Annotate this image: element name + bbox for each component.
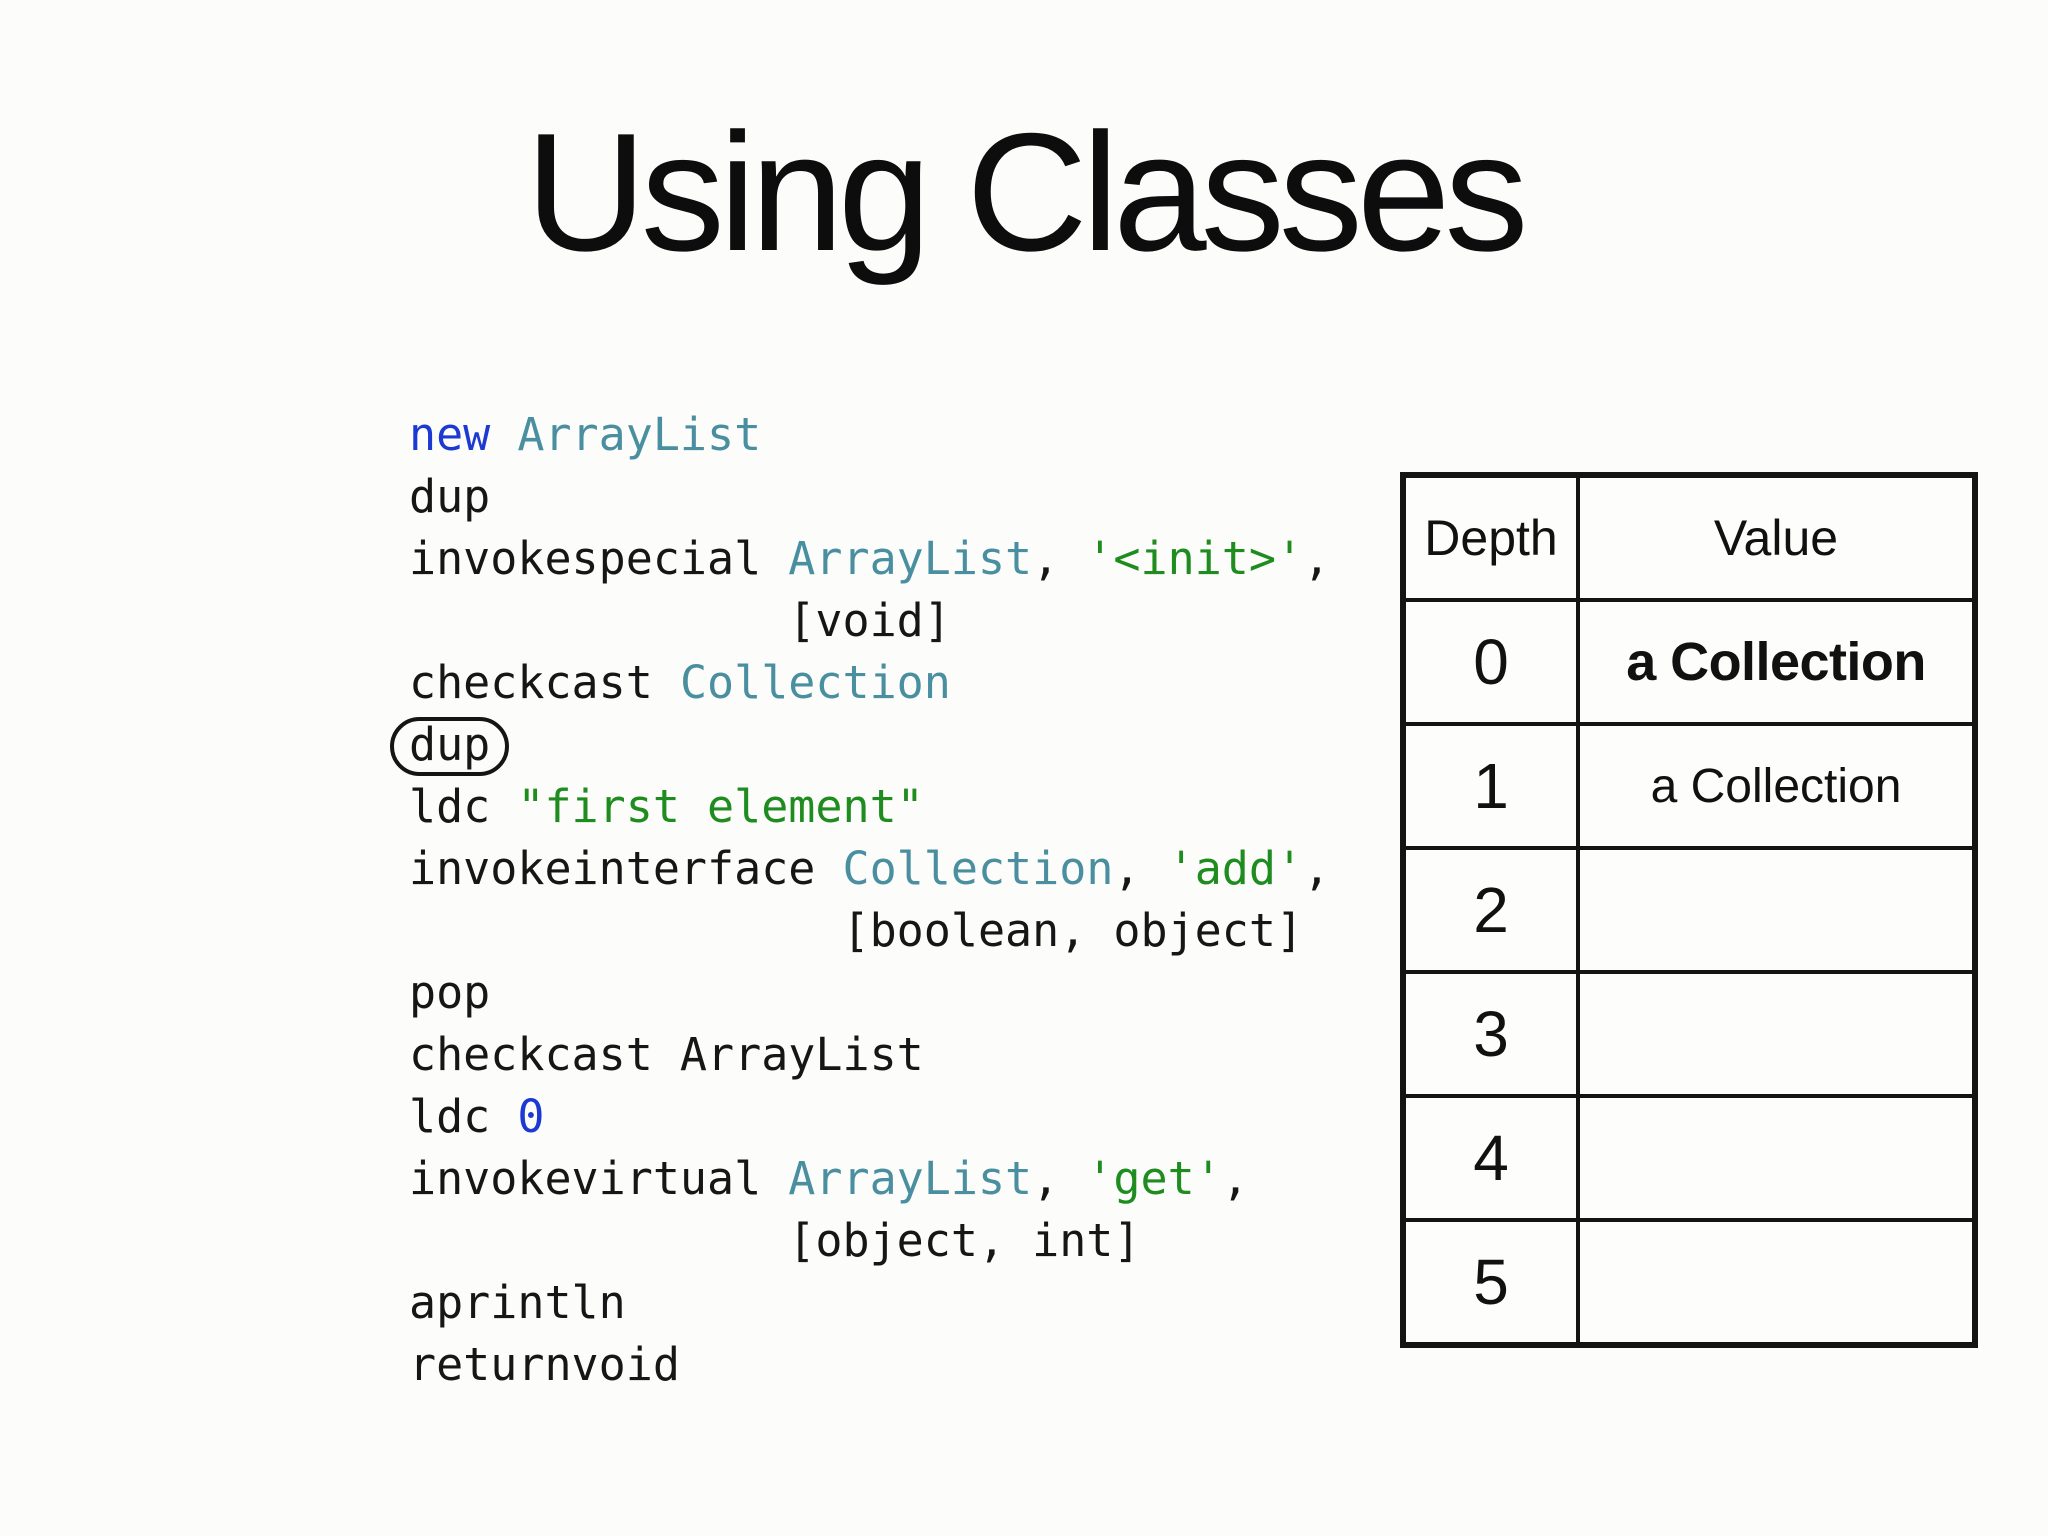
code-segment: invokeinterface (409, 842, 843, 895)
code-line: invokespecial ArrayList, '<init>', (409, 528, 1330, 590)
value-cell: a Collection (1576, 722, 1977, 850)
code-segment: 'add' (1167, 842, 1304, 895)
value-cell: a Collection (1576, 598, 1977, 726)
code-line: invokeinterface Collection, 'add', (409, 838, 1330, 900)
code-segment: , (1303, 842, 1331, 895)
code-segment: [object, int] (409, 1214, 1141, 1267)
table-row: 4 (1401, 1094, 1977, 1222)
value-cell (1576, 1218, 1977, 1347)
code-segment: , (1303, 532, 1331, 585)
value-column-header: Value (1576, 473, 1977, 602)
code-segment: aprintln (409, 1276, 626, 1329)
code-segment: "first element" (517, 780, 924, 833)
code-segment (490, 408, 517, 461)
code-line: [void] (409, 590, 1330, 652)
code-segment: 'get' (1086, 1152, 1222, 1205)
code-segment: [void] (409, 594, 951, 647)
value-cell (1576, 1094, 1977, 1222)
code-line: checkcast ArrayList (409, 1024, 1330, 1086)
code-segment: 0 (517, 1090, 545, 1143)
code-line: ldc 0 (409, 1086, 1330, 1148)
code-line: aprintln (409, 1272, 1330, 1334)
circled-dup-annotation: dup (390, 717, 510, 776)
code-segment: Collection (679, 656, 951, 709)
code-segment: invokespecial (409, 532, 789, 585)
code-line: returnvoid (409, 1334, 1330, 1396)
code-line: ldc "first element" (409, 776, 1330, 838)
code-segment: ArrayList (517, 408, 762, 461)
code-segment: '<init>' (1086, 532, 1304, 585)
depth-cell: 1 (1401, 722, 1580, 850)
value-cell (1576, 846, 1977, 974)
value-cell (1576, 970, 1977, 1098)
code-line: pop (409, 962, 1330, 1024)
code-segment: checkcast ArrayList (409, 1028, 924, 1081)
table-header-row: Depth Value (1401, 473, 1977, 602)
code-line: dup (390, 714, 1330, 776)
depth-cell: 2 (1401, 846, 1580, 974)
code-segment: new (409, 408, 491, 461)
table-row: 5 (1401, 1218, 1977, 1347)
code-segment: checkcast (409, 656, 680, 709)
code-segment: , (1032, 532, 1087, 585)
code-segment: , (1113, 842, 1168, 895)
code-segment: ldc (409, 780, 518, 833)
code-segment: invokevirtual (409, 1152, 789, 1205)
page-title: Using Classes (525, 98, 1528, 286)
code-segment: Collection (842, 842, 1114, 895)
depth-cell: 3 (1401, 970, 1580, 1098)
code-segment: dup (409, 470, 491, 523)
depth-column-header: Depth (1401, 473, 1580, 602)
code-segment: ArrayList (788, 1152, 1033, 1205)
code-segment: returnvoid (409, 1338, 680, 1391)
code-segment: [boolean, object] (409, 904, 1304, 957)
table-row: 2 (1401, 846, 1977, 974)
code-segment: ldc (409, 1090, 518, 1143)
code-line: invokevirtual ArrayList, 'get', (409, 1148, 1330, 1210)
code-line: dup (409, 466, 1330, 528)
depth-cell: 0 (1401, 598, 1580, 726)
table-row: 3 (1401, 970, 1977, 1098)
code-segment: , (1032, 1152, 1087, 1205)
code-segment: , (1221, 1152, 1249, 1205)
depth-cell: 5 (1401, 1218, 1580, 1347)
depth-cell: 4 (1401, 1094, 1580, 1222)
code-line: [boolean, object] (409, 900, 1330, 962)
code-segment: ArrayList (788, 532, 1033, 585)
code-line: checkcast Collection (409, 652, 1330, 714)
code-segment: pop (409, 966, 491, 1019)
code-line: new ArrayList (409, 404, 1330, 466)
code-line: [object, int] (409, 1210, 1330, 1272)
